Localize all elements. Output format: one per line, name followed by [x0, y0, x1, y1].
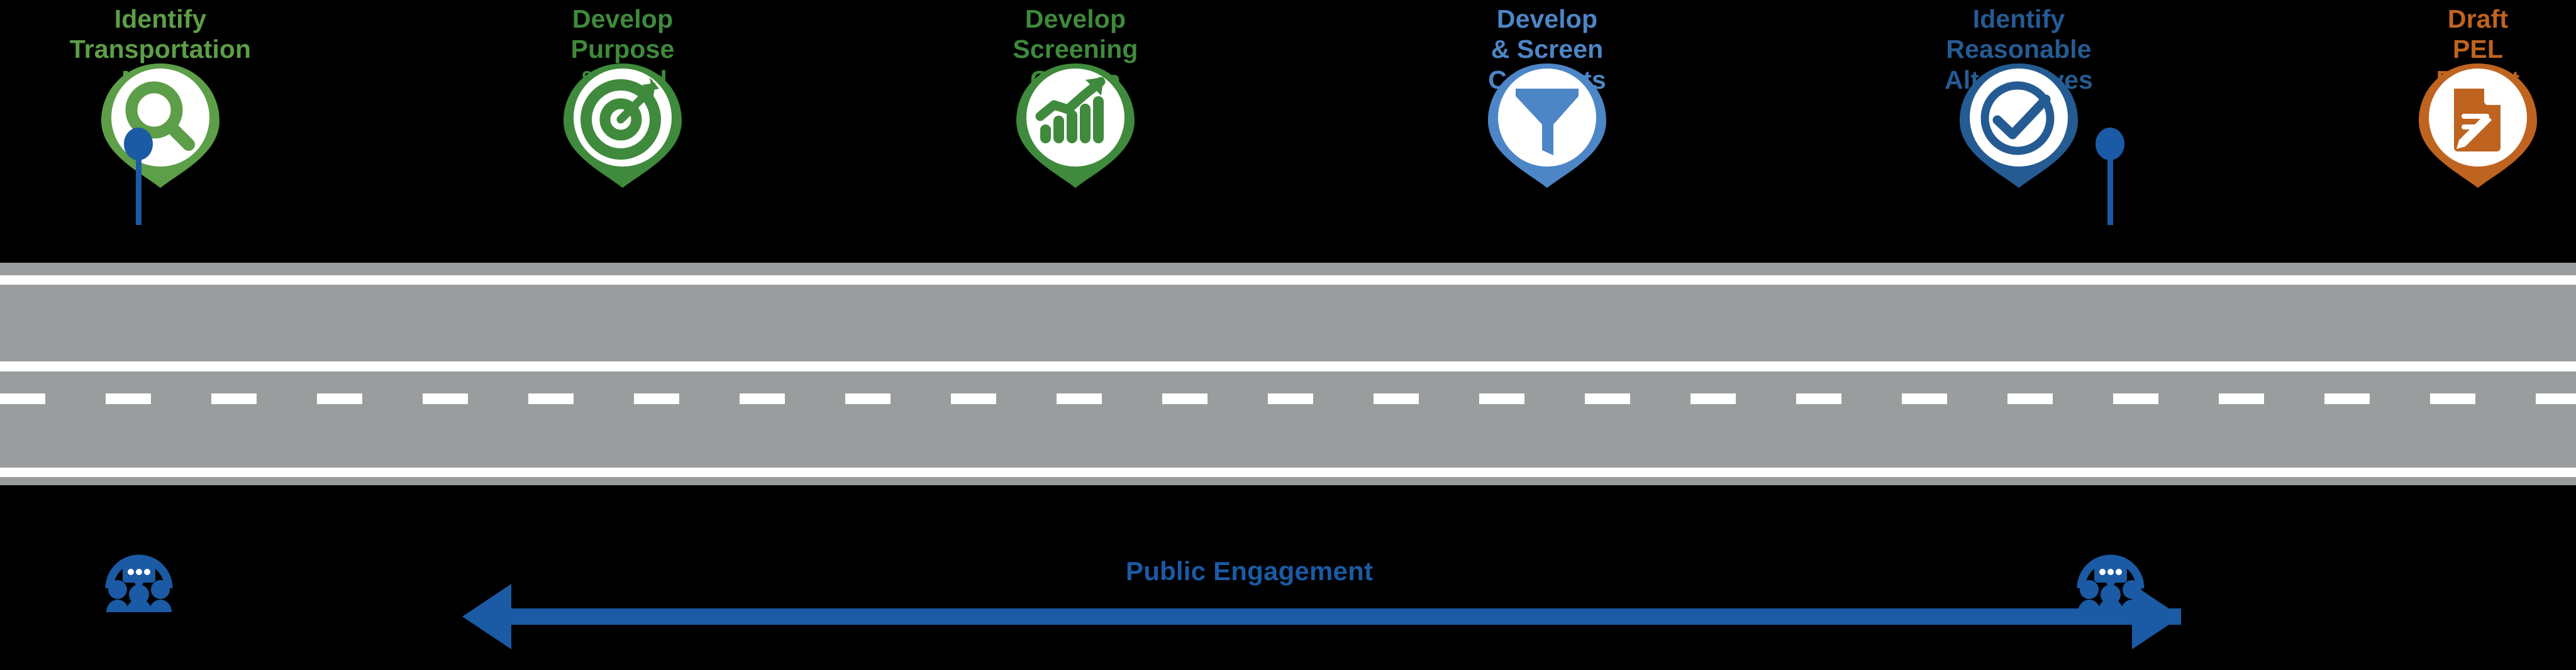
public-engagement-label: Public Engagement — [1126, 556, 1374, 586]
road-edge-line-bottom — [0, 468, 2576, 477]
engagement-marker-stalk-left — [136, 157, 142, 225]
process-step-5-pin[interactable] — [1956, 60, 2082, 192]
engagement-arrow-head-left — [462, 584, 511, 649]
road-surface — [0, 263, 2576, 485]
road-edge-line-top — [0, 275, 2576, 285]
document-edit-icon — [2419, 63, 2537, 188]
process-step-1-pin[interactable] — [97, 60, 223, 192]
funnel-icon — [1488, 63, 1606, 188]
public-engagement-icon-left[interactable] — [102, 542, 176, 615]
engagement-marker-dot-left[interactable] — [124, 128, 153, 160]
road-lane-line-upper — [0, 361, 2576, 371]
engagement-marker-dot-right[interactable] — [2096, 128, 2124, 160]
engagement-arrow-bar — [509, 608, 2181, 625]
engagement-arrow-head-right — [2132, 584, 2181, 649]
process-step-2-pin[interactable] — [560, 60, 686, 192]
magnifier-icon — [101, 63, 219, 188]
road-center-dashed-line — [0, 393, 2576, 404]
growth-chart-icon — [1016, 63, 1135, 188]
engagement-marker-stalk-right — [2107, 157, 2113, 225]
public-engagement-icon-right[interactable] — [2074, 542, 2148, 615]
check-circle-icon — [1960, 63, 2078, 188]
process-step-3-pin[interactable] — [1013, 60, 1138, 192]
process-step-6-pin[interactable] — [2415, 60, 2541, 192]
process-step-4-pin[interactable] — [1484, 60, 1610, 192]
target-arrow-icon — [564, 63, 682, 188]
